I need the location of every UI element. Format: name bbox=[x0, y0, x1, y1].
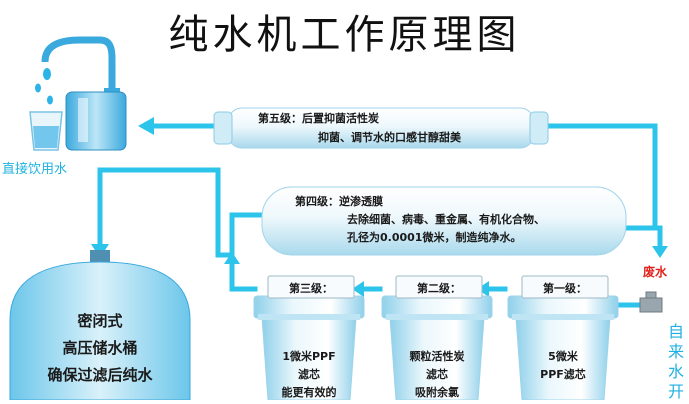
stage2-line3: 吸附余氯 bbox=[415, 386, 459, 399]
tap-char-1: 自 bbox=[668, 322, 685, 341]
tap-valve-icon bbox=[639, 291, 663, 313]
stage4-desc1: 去除细菌、病毒、重金属、有机化合物、 bbox=[347, 213, 545, 226]
stage3-label: 第三级： bbox=[289, 282, 333, 295]
tap-char-2: 来 bbox=[668, 342, 685, 361]
stage3-line2: 滤芯 bbox=[298, 368, 320, 381]
arrow-to-faucet bbox=[138, 117, 154, 135]
pipe-stage3-to-stage4 bbox=[229, 257, 258, 292]
arrow-stage2-stage3 bbox=[352, 281, 364, 297]
stage3-line3: 能更有效的 bbox=[281, 386, 337, 399]
arrow-stage1-stage2 bbox=[477, 281, 489, 297]
stage-label-boxes bbox=[267, 275, 609, 299]
stage1-line1: 5微米 bbox=[548, 350, 578, 363]
stage1-line2: PPF滤芯 bbox=[540, 368, 586, 381]
arrow-waste bbox=[652, 246, 668, 258]
stage1-canister bbox=[507, 295, 619, 401]
stage5-title: 第五级：后置抑菌活性炭 bbox=[258, 112, 379, 125]
stage4-title: 第四级：逆渗透膜 bbox=[295, 195, 383, 208]
stage2-line2: 滤芯 bbox=[426, 368, 448, 381]
pipe-stage4-to-stage5 bbox=[542, 123, 658, 231]
pipe-stage4-to-tank bbox=[97, 167, 268, 258]
tank-line2: 高压储水桶 bbox=[62, 339, 138, 357]
water-drops-icon bbox=[35, 68, 53, 105]
direct-water-label: 直接饮用水 bbox=[2, 162, 68, 177]
tap-char-3: 水 bbox=[668, 362, 685, 381]
pressure-tank bbox=[9, 250, 191, 401]
stage2-canister bbox=[381, 295, 493, 401]
tank-line3: 确保过滤后纯水 bbox=[47, 366, 153, 384]
stage4-membrane bbox=[261, 186, 627, 256]
page-title: 纯水机工作原理图 bbox=[168, 12, 521, 58]
tank-line1: 密闭式 bbox=[77, 312, 123, 330]
stage1-label: 第一级： bbox=[543, 282, 587, 295]
stage3-line1: 1微米PPF bbox=[282, 350, 336, 363]
stage4-desc2: 孔径为0.0001微米，制造纯净水。 bbox=[347, 231, 522, 244]
arrow-stage3-stage4 bbox=[224, 252, 240, 264]
waste-water-label: 废水 bbox=[643, 265, 668, 279]
stage2-line1: 颗粒活性炭 bbox=[409, 350, 465, 363]
pipes bbox=[97, 123, 663, 308]
glass-cup-icon bbox=[29, 111, 63, 151]
tap-char-4: 开 bbox=[668, 382, 685, 401]
stage2-label: 第二级： bbox=[417, 282, 461, 295]
stage5-filter bbox=[213, 107, 549, 149]
stage5-desc: 抑菌、调节水的口感甘醇甜美 bbox=[318, 131, 461, 144]
faucet-icon bbox=[41, 36, 127, 151]
pipe-waste-out bbox=[621, 225, 663, 253]
